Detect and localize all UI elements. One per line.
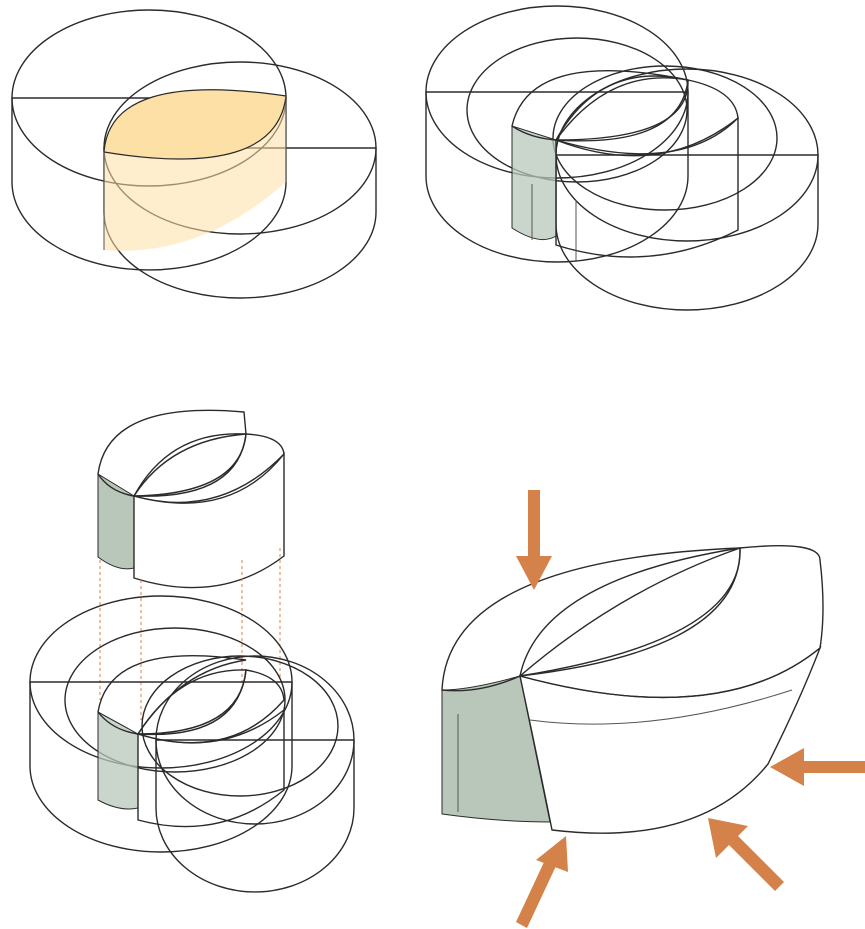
lifted-core-tan — [133, 452, 285, 589]
lifted-core-sage — [97, 473, 135, 570]
panel-extracted-core — [29, 409, 355, 893]
panel-offset-rings — [425, 5, 819, 311]
panel-intersecting-cylinders — [11, 9, 377, 299]
deformed-tan-top — [519, 545, 824, 699]
arrow-up-left-icon — [708, 818, 784, 891]
left-cylinder-body — [11, 97, 287, 271]
deformed-yellow-lens — [519, 547, 741, 677]
intersection-lens-top — [103, 89, 287, 160]
projection-guides — [99, 548, 281, 720]
deformed-sage-top — [441, 547, 741, 692]
arrow-down-icon — [516, 490, 552, 590]
arrow-left-icon — [770, 748, 865, 786]
compression-arrows — [516, 490, 865, 928]
panel-deformed-form — [441, 490, 865, 928]
arrow-up-right-icon — [516, 836, 568, 928]
